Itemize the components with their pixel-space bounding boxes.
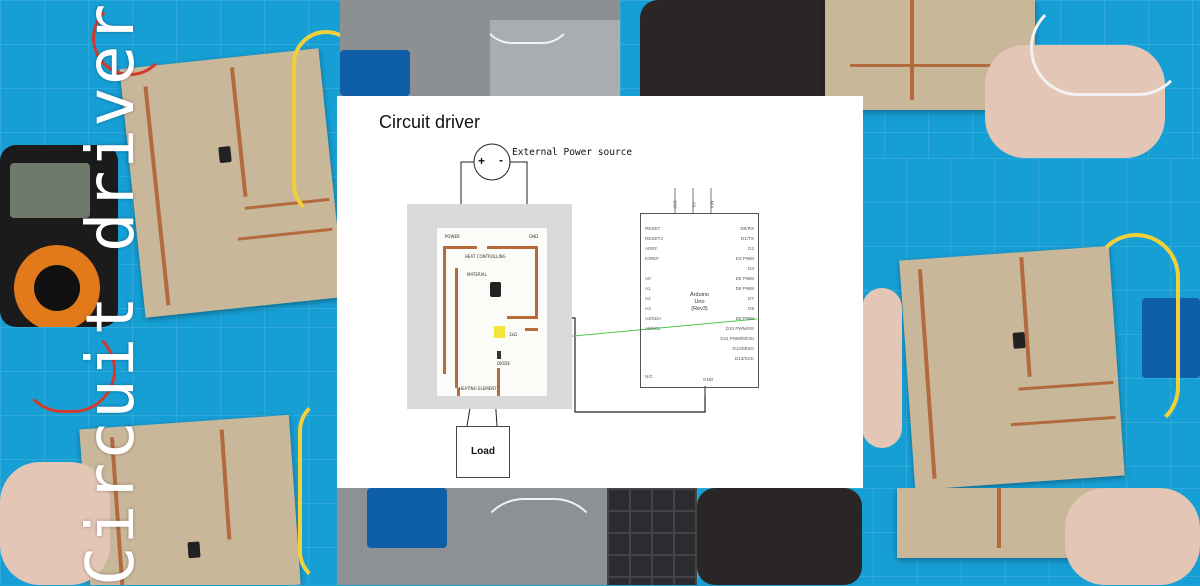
overlay-title: Circuit driver — [72, 1, 149, 586]
bottom-pin: GND — [703, 377, 714, 382]
photo-top-left — [0, 0, 340, 327]
right-pin: D7 — [748, 296, 754, 301]
top-pin: 5V — [691, 201, 697, 208]
left-pin: N/C — [645, 374, 653, 379]
right-pin: D9 PWM — [735, 316, 754, 321]
right-pin: D0/RX — [740, 226, 754, 231]
power-plus-sign: + — [478, 154, 486, 168]
left-pin: RESET2 — [645, 236, 663, 241]
load-label: Load — [471, 446, 495, 457]
right-pin: D4 — [748, 266, 754, 271]
transistor-icon — [490, 282, 501, 297]
transistor-icon — [218, 145, 232, 164]
left-pin: A1 — [645, 286, 651, 291]
slide: Circuit driver + - External Power source — [337, 96, 863, 488]
top-pin: VIN — [709, 200, 715, 209]
circuit-photo: POWER GND HEAT CONTROLLING MATERIAL 1kΩ … — [407, 204, 572, 409]
left-pin: A3 — [645, 306, 651, 311]
arduino-uno-schematic: 3V3 5V VIN RESET RESET2 AREF IOREF A0 A1… — [640, 200, 759, 388]
laptop-keyboard — [607, 488, 697, 585]
top-pin: 3V3 — [672, 200, 678, 209]
power-minus-sign: - — [499, 153, 503, 167]
photo-bottom-right — [697, 488, 1200, 585]
right-pin: D12/MISO — [732, 346, 754, 351]
photo-bottom-middle — [337, 488, 697, 585]
right-pin: D13/SCK — [734, 356, 754, 361]
arduino-name-line3: (Rev3) — [691, 306, 708, 312]
right-pin: D5 PWM — [735, 276, 754, 281]
arduino-name-line2: Uno — [694, 299, 705, 305]
right-pin: D10 PWM/SS — [725, 326, 754, 331]
right-pin: D11 PWM/MOSI — [720, 336, 754, 341]
transistor-icon — [1012, 332, 1026, 349]
photo-bottom-left — [0, 327, 337, 585]
left-pin: A2 — [645, 296, 651, 301]
right-pin: D2 — [748, 246, 754, 251]
right-pin: D6 PWM — [735, 286, 754, 291]
left-pin: A0 — [645, 276, 651, 281]
circuit-paper: POWER GND HEAT CONTROLLING MATERIAL 1kΩ … — [437, 228, 547, 396]
load-box: Load — [456, 426, 510, 478]
signal-wire — [551, 318, 758, 339]
photo-top-middle — [340, 0, 620, 96]
multimeter — [0, 145, 118, 327]
right-pin: D8 — [748, 306, 754, 311]
left-pin: A4/SDA — [645, 316, 662, 321]
photo-right — [862, 158, 1200, 488]
arduino-name: Arduino Uno (Rev3) — [663, 292, 736, 313]
left-pin: AREF — [645, 246, 658, 251]
right-pin: D3 PWM — [735, 256, 754, 261]
left-pin: IOREF — [645, 256, 660, 261]
external-power-label: External Power source — [512, 147, 633, 158]
slide-title: Circuit driver — [379, 112, 481, 132]
diode-icon — [497, 351, 501, 359]
left-pin: A5/SCL — [645, 326, 661, 331]
left-pin: RESET — [645, 226, 661, 231]
right-pin: D1/TX — [740, 236, 754, 241]
yellow-tape — [494, 326, 505, 338]
arduino-name-line1: Arduino — [690, 292, 709, 298]
